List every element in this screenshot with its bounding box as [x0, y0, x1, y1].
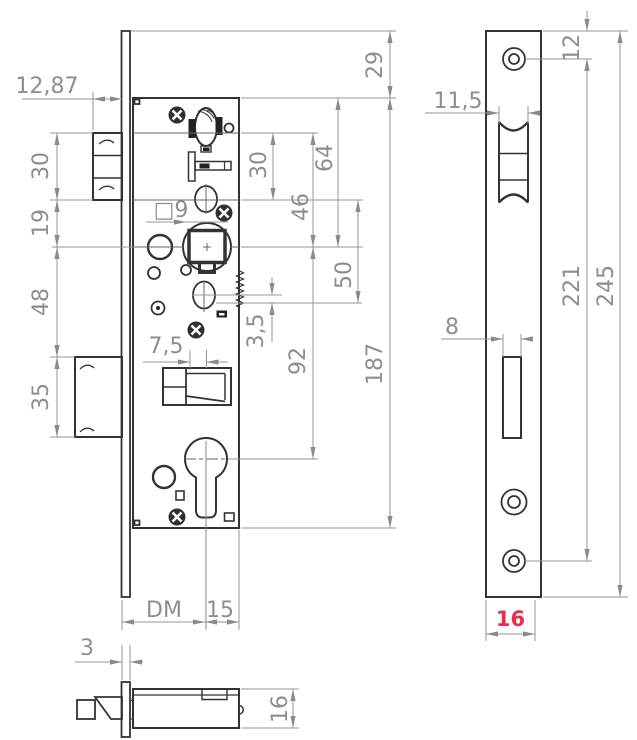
dim-backset: DM 15 [121, 530, 240, 630]
dim-faceplate-thickness: 3 [75, 636, 143, 680]
dim-latch-cutout-width: 11,5 [425, 89, 540, 124]
dim-label: 3 [80, 636, 94, 661]
dim-case-top-offset: 29 [363, 31, 393, 98]
lever-arm [187, 151, 232, 182]
dim-label: 12,87 [16, 74, 79, 99]
dim-latch-axis-to-guide: 30 [247, 133, 276, 200]
dim-label: 35 [29, 383, 54, 411]
dim-label: 92 [286, 347, 311, 375]
dim-latch-axis-to-follower: 46 [289, 133, 316, 247]
case-corner-mark-bottom [133, 519, 141, 526]
latch-head-assembly [188, 107, 235, 153]
dim-label: 15 [206, 598, 234, 623]
screw-hole-middle [500, 488, 528, 516]
screw-icon [168, 106, 186, 124]
follower-square-hub [182, 222, 232, 274]
dim-lever-offset: 7,5 [143, 334, 228, 368]
dim-label: 16 [268, 695, 293, 723]
small-rect-hole [223, 512, 235, 522]
faceplate-front-view [485, 30, 542, 598]
dim-label: 8 [445, 315, 459, 340]
dim-follower-to-cylinder: 92 [286, 247, 316, 459]
deadbolt-side [74, 356, 123, 438]
dim-faceplate-width-red: 16 [485, 600, 536, 641]
guide-oval-upper [194, 184, 218, 214]
dim-screw-hole-spacing: 221 [560, 59, 590, 561]
small-hole [147, 266, 161, 280]
dim-label-red: 16 [496, 607, 525, 631]
dim-label: 12 [560, 34, 585, 62]
side-view-dimensions: 12,87 30 19 48 35 □9 [16, 30, 396, 630]
dim-label: 3,5 [244, 314, 269, 349]
small-pin-hole [223, 122, 235, 134]
dim-label: 50 [332, 261, 357, 289]
lock-bottom-section-view: 3 16 [75, 636, 299, 738]
screw-icon [187, 321, 205, 339]
dim-plate-top-to-hole: 12 [560, 11, 590, 77]
dim-guide-to-spring: 50 [332, 200, 361, 303]
latch-cutout [498, 121, 529, 204]
dim-follower-to-deadbolt: 48 [29, 247, 60, 357]
dim-case-top-to-follower: 64 [313, 98, 341, 247]
dim-latch-height: 30 [29, 133, 60, 200]
dim-latch-protrusion: 12,87 [16, 74, 122, 102]
screw-icon [168, 508, 186, 526]
dim-label: DM [146, 598, 182, 623]
guide-oval-lower [192, 280, 216, 312]
dim-latch-to-follower: 19 [29, 200, 60, 247]
dim-label: 30 [247, 151, 272, 179]
slider-block [216, 310, 227, 318]
fixing-hole [151, 464, 177, 490]
screw-icon [215, 204, 233, 222]
latch-bolt-section [76, 696, 123, 720]
dim-cylinder-slot-width: 8 [441, 315, 533, 357]
lock-case [132, 97, 240, 529]
deadbolt-mechanism [162, 367, 232, 406]
small-hole [180, 264, 192, 276]
dim-label: 245 [594, 265, 619, 307]
lock-side-view [74, 30, 246, 630]
pivot-hole [150, 300, 166, 316]
dim-case-depth: 16 [241, 688, 299, 729]
latch-bolt-side [92, 132, 123, 201]
dim-label: 48 [29, 288, 54, 316]
dim-label: 46 [289, 193, 314, 221]
dim-spindle-square: □9 [146, 198, 228, 225]
dim-label: □9 [154, 198, 189, 223]
faceplate-dimensions: 11,5 8 12 221 245 [425, 11, 628, 641]
screw-hole-bottom [502, 549, 526, 573]
dim-spring-offset: 3,5 [244, 277, 275, 349]
dim-label: 11,5 [434, 89, 483, 114]
spring-bump [238, 704, 244, 715]
faceplate-plate [485, 30, 542, 598]
dim-faceplate-height: 245 [594, 31, 623, 597]
dim-label: 221 [560, 265, 585, 307]
small-square-hole [175, 490, 185, 501]
latch-guide-left [188, 119, 196, 138]
dim-label: 30 [29, 152, 54, 180]
dim-label: 187 [363, 343, 388, 385]
case-section [132, 688, 244, 729]
case-corner-mark-top [133, 98, 141, 105]
dim-case-height: 187 [363, 98, 393, 528]
screw-hole-top [502, 47, 526, 71]
dim-label: 29 [363, 51, 388, 79]
dim-deadbolt-height: 35 [29, 357, 60, 437]
cylinder-slot [502, 356, 522, 439]
dim-label: 64 [313, 144, 338, 172]
faceplate-edge [120, 30, 131, 598]
dim-label: 19 [29, 209, 54, 237]
latch-guide-right [215, 117, 223, 135]
dim-label: 7,5 [149, 334, 184, 359]
